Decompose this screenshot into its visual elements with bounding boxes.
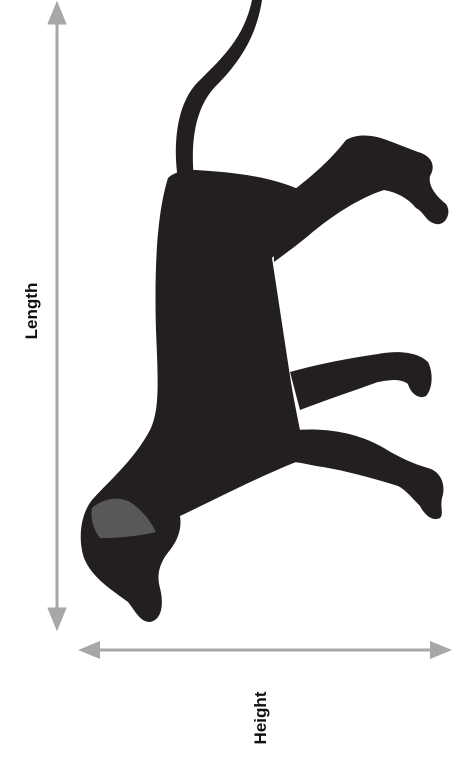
length-arrow [48,2,66,630]
height-arrow [78,641,452,659]
length-label: Length [21,275,43,347]
dog-silhouette-icon [81,0,449,622]
height-label: Height [250,682,272,754]
